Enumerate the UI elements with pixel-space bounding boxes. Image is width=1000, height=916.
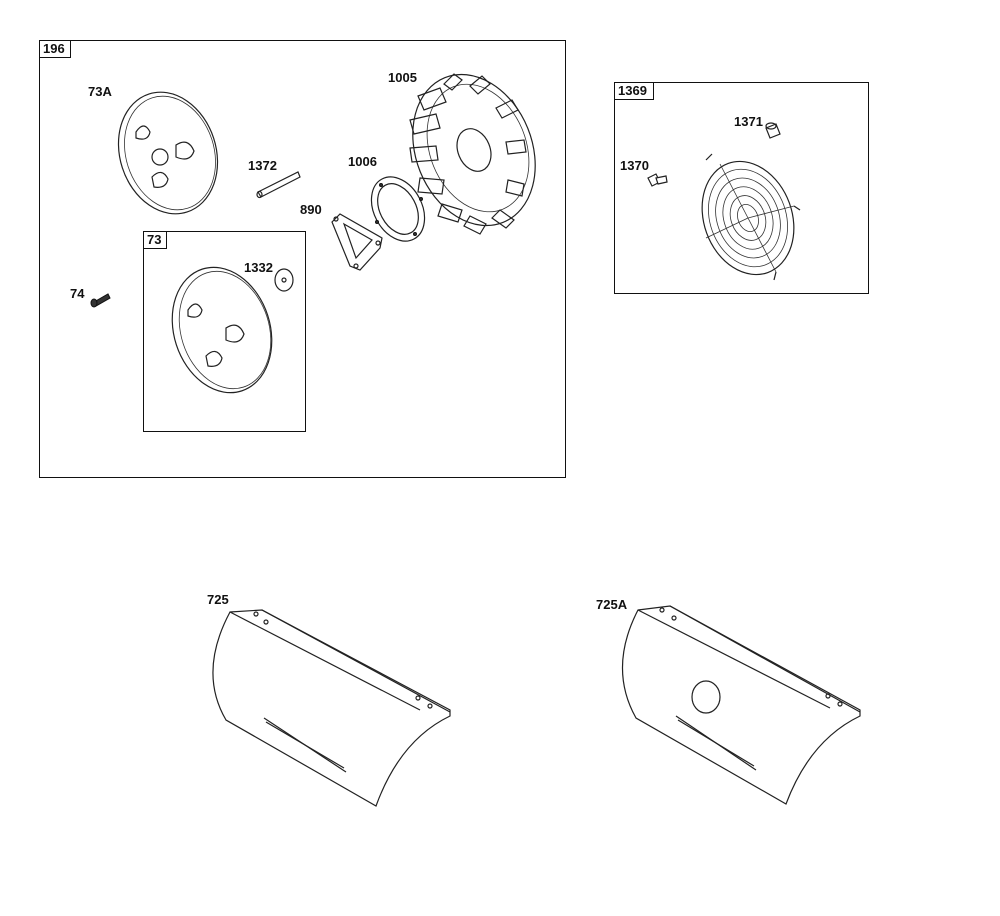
callout-1006: 1006 [348, 154, 377, 169]
group-tag-196: 196 [39, 40, 71, 58]
grille-icon [701, 153, 801, 281]
callout-73a: 73A [88, 84, 112, 99]
callout-1371: 1371 [734, 114, 763, 129]
group-box-196 [39, 40, 566, 478]
shield-725-icon [212, 609, 451, 807]
spacer-icon [765, 122, 781, 139]
callout-74: 74 [70, 286, 85, 301]
group-tag-1369: 1369 [614, 82, 654, 100]
callout-1372: 1372 [248, 158, 277, 173]
callout-890: 890 [300, 202, 322, 217]
group-box-1369 [614, 82, 869, 294]
shield-725a-icon [621, 605, 861, 805]
pin-icon [256, 171, 301, 199]
group-box-73 [143, 231, 306, 432]
callout-725a: 725A [596, 597, 628, 612]
bracket-icon [331, 213, 383, 271]
callout-1332: 1332 [244, 260, 273, 275]
gasket-icon [370, 176, 426, 242]
screw-icon [647, 173, 668, 187]
fan-cover-plate-73-icon [171, 266, 273, 394]
bolt-icon [90, 293, 111, 308]
callout-1370: 1370 [620, 158, 649, 173]
fan-cover-plate-73a-icon [117, 91, 219, 215]
group-tag-73: 73 [143, 231, 167, 249]
callout-725: 725 [207, 592, 229, 607]
washer-icon [274, 268, 294, 292]
flywheel-icon [409, 73, 536, 235]
callout-1005: 1005 [388, 70, 417, 85]
